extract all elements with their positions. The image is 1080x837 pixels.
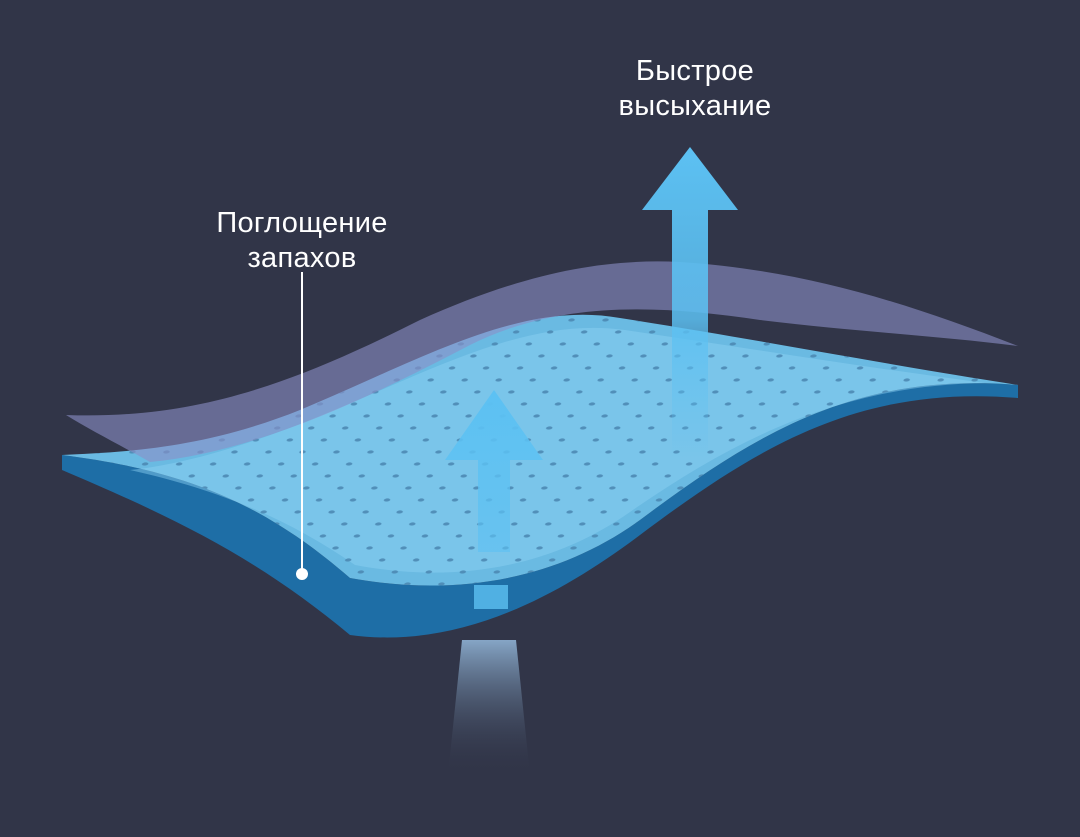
dry-label-line2: высыхание — [618, 90, 772, 122]
quick-dry-label: Быстрое высыхание — [585, 54, 805, 124]
odor-label-line1: Поглощение — [216, 207, 388, 239]
odor-absorption-label: Поглощение запахов — [188, 206, 416, 276]
mid-arrow — [445, 390, 543, 552]
tall-arrow — [642, 147, 738, 460]
bottom-stream — [448, 640, 530, 775]
top-film — [66, 261, 1018, 462]
dry-label-line1: Быстрое — [635, 55, 755, 87]
tall-arrow-base — [474, 585, 508, 609]
odor-pointer-dot — [296, 568, 308, 580]
odor-label-line2: запахов — [247, 242, 357, 274]
